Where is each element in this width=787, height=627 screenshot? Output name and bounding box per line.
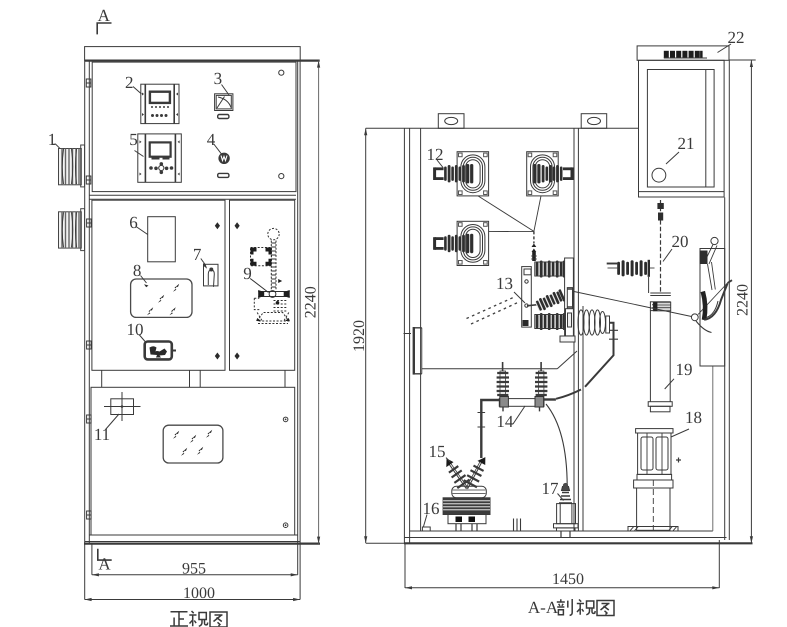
svg-text:A: A (98, 555, 111, 574)
svg-text:2240: 2240 (735, 284, 752, 316)
svg-text:16: 16 (423, 499, 440, 518)
svg-text:19: 19 (676, 360, 693, 379)
svg-text:2: 2 (125, 73, 134, 92)
svg-text:6: 6 (129, 213, 138, 232)
svg-text:13: 13 (496, 274, 513, 293)
svg-text:1920: 1920 (351, 320, 368, 352)
svg-text:22: 22 (728, 28, 745, 47)
svg-text:18: 18 (685, 408, 702, 427)
svg-text:1000: 1000 (183, 585, 215, 602)
svg-text:2240: 2240 (303, 286, 320, 318)
svg-text:21: 21 (678, 134, 695, 153)
svg-text:15: 15 (429, 442, 446, 461)
svg-text:10: 10 (127, 320, 144, 339)
svg-text:5: 5 (129, 130, 138, 149)
svg-text:14: 14 (496, 412, 514, 431)
svg-text:A-A: A-A (528, 598, 559, 617)
svg-text:1: 1 (48, 130, 57, 149)
svg-text:955: 955 (182, 561, 206, 578)
svg-text:11: 11 (94, 425, 110, 444)
svg-text:3: 3 (214, 69, 223, 88)
svg-text:7: 7 (193, 245, 202, 264)
svg-text:9: 9 (243, 264, 252, 283)
svg-text:17: 17 (542, 479, 560, 498)
svg-text:20: 20 (672, 232, 689, 251)
svg-text:8: 8 (133, 261, 142, 280)
svg-text:12: 12 (427, 145, 444, 164)
svg-text:A: A (98, 6, 111, 25)
svg-text:4: 4 (207, 130, 216, 149)
svg-text:1450: 1450 (552, 571, 584, 588)
